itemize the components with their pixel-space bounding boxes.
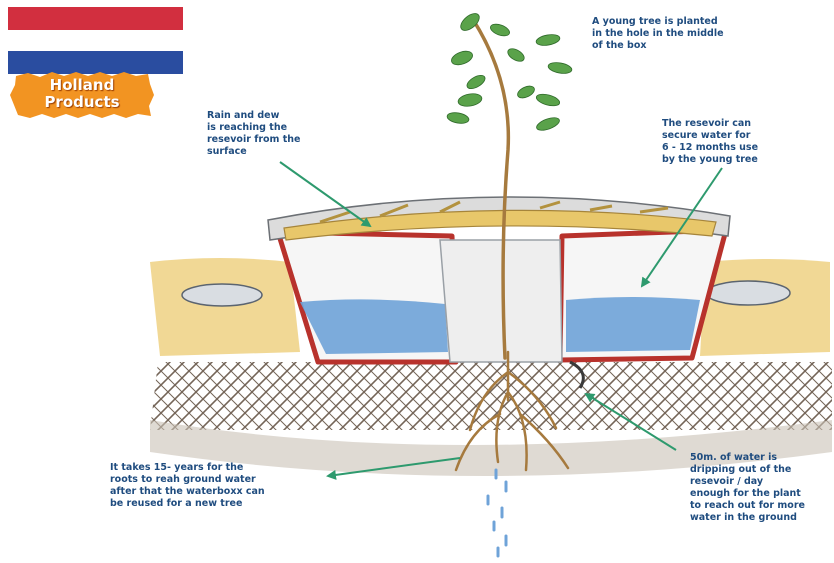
sand-left (150, 258, 300, 356)
callout-rain-dew: Rain and dew is reaching the resevoir fr… (207, 110, 301, 158)
tree-leaves (446, 10, 572, 132)
center-tube (440, 240, 562, 362)
water-drops (488, 470, 506, 556)
water-right (566, 297, 700, 352)
callout-reservoir: The resevoir can secure water for 6 - 12… (662, 118, 758, 166)
callout-ground-water: It takes 15- years for the roots to reah… (110, 462, 265, 510)
callout-dripping: 50m. of water is dripping out of the res… (690, 452, 805, 524)
rock-right (706, 281, 790, 305)
callout-tree-planted: A young tree is planted in the hole in t… (592, 16, 724, 52)
sand-right (700, 259, 830, 356)
rock-left (182, 284, 262, 306)
water-left (300, 299, 448, 354)
